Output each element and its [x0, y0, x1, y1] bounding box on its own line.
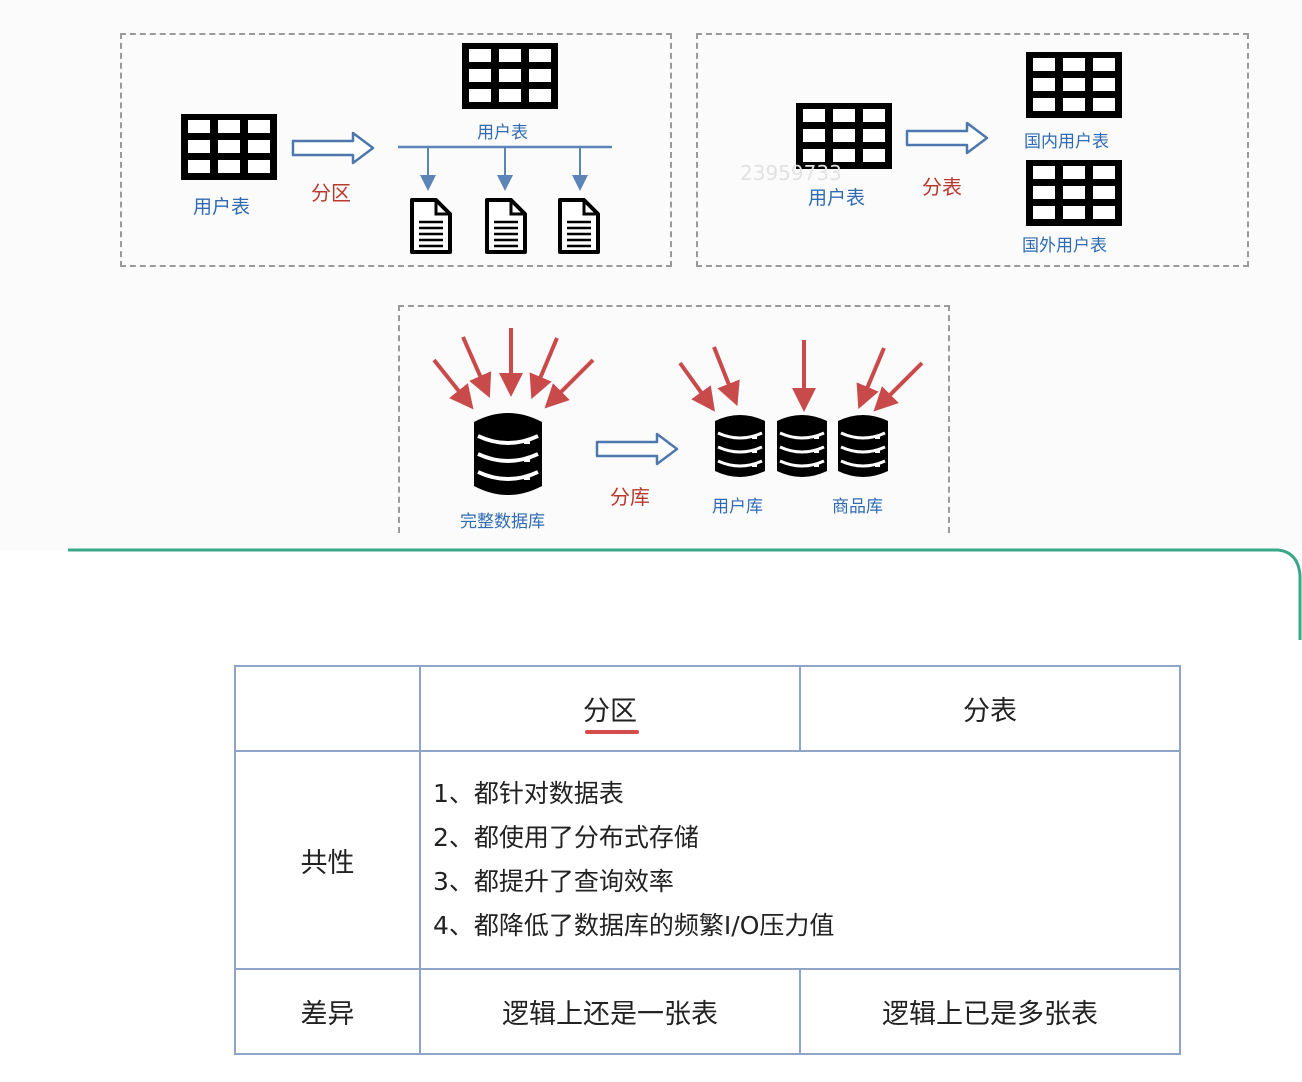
partition-panel [120, 33, 672, 267]
table-grid-icon [462, 43, 558, 109]
header-blank-cell [234, 665, 421, 752]
red-request-arrows-right [678, 340, 924, 412]
table-grid-icon [181, 114, 277, 180]
table-grid-icon [1026, 52, 1122, 118]
database-icon [836, 413, 890, 479]
hollow-arrow-icon [595, 432, 679, 466]
comparison-table: 分区 分表 共性 1、都针对数据表 2、都使用了分布式存储 3、都提升了查询效率… [234, 665, 1181, 1055]
header-split-table-cell: 分表 [799, 665, 1181, 752]
header-partition-cell: 分区 [419, 665, 801, 752]
common-item-1: 1、都针对数据表 [433, 779, 624, 808]
split-db-panel [398, 305, 950, 533]
split-db-left-label: 用户库 [712, 497, 763, 517]
split-table-target-bottom-label: 国外用户表 [1022, 236, 1107, 256]
hollow-arrow-icon [291, 131, 375, 165]
hollow-arrow-icon [905, 121, 989, 155]
split-table-panel [696, 33, 1249, 267]
header-partition-wrap: 分区 [583, 689, 639, 734]
common-item-3: 3、都提升了查询效率 [433, 867, 674, 896]
document-icon [485, 198, 527, 254]
database-icon [472, 411, 544, 497]
split-db-arrow-label: 分库 [610, 485, 650, 509]
diff-partition-cell: 逻辑上还是一张表 [419, 968, 801, 1055]
red-request-arrows-left [432, 328, 595, 410]
document-icon [410, 198, 452, 254]
row-common-label: 共性 [234, 750, 421, 970]
watermark-text: 23959733 [740, 161, 842, 185]
common-item-4: 4、都降低了数据库的频繁I/O压力值 [433, 911, 835, 940]
split-table-source-label: 用户表 [808, 187, 866, 209]
document-icon [558, 198, 600, 254]
common-items-cell: 1、都针对数据表 2、都使用了分布式存储 3、都提升了查询效率 4、都降低了数据… [419, 750, 1181, 970]
header-partition-text: 分区 [583, 696, 637, 727]
database-icon [775, 413, 829, 479]
table-header-row: 分区 分表 [234, 665, 1181, 752]
table-grid-icon [796, 103, 892, 169]
row-diff-label: 差异 [234, 968, 421, 1055]
diff-split-table-cell: 逻辑上已是多张表 [799, 968, 1181, 1055]
common-item-2: 2、都使用了分布式存储 [433, 823, 699, 852]
partition-source-label: 用户表 [193, 196, 251, 218]
split-table-target-top-label: 国内用户表 [1024, 132, 1109, 152]
table-grid-icon [1026, 160, 1122, 226]
database-icon [713, 413, 767, 479]
table-row-diff: 差异 逻辑上还是一张表 逻辑上已是多张表 [234, 968, 1181, 1055]
split-db-right-label: 商品库 [832, 497, 883, 517]
split-table-arrow-label: 分表 [922, 175, 962, 199]
partition-arrow-label: 分区 [311, 181, 351, 205]
red-underline-mark [585, 730, 639, 734]
table-row-common: 共性 1、都针对数据表 2、都使用了分布式存储 3、都提升了查询效率 4、都降低… [234, 750, 1181, 970]
split-db-source-label: 完整数据库 [460, 512, 545, 532]
teal-divider-line [68, 548, 1302, 640]
partition-target-label: 用户表 [477, 123, 528, 143]
